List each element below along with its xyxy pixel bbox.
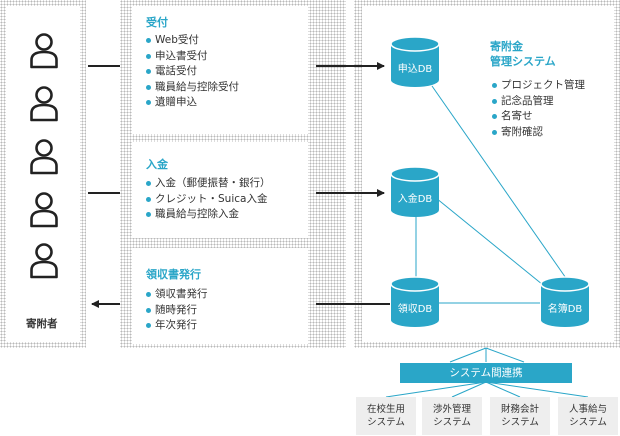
list-item: Web受付 bbox=[146, 33, 239, 49]
system-title-line2: 管理システム bbox=[490, 55, 556, 68]
system-name-line1: 財務会計 bbox=[500, 404, 539, 415]
section-title-reception: 受付 bbox=[146, 16, 168, 29]
system-name-line1: 渉外管理 bbox=[432, 404, 471, 415]
integration-to-systems-line bbox=[385, 381, 487, 398]
list-item: クレジット・Suica入金 bbox=[146, 192, 271, 208]
registry-db: 名簿DB bbox=[540, 276, 590, 328]
list-item: プロジェクト管理 bbox=[492, 78, 585, 94]
section-box-reception bbox=[132, 6, 308, 134]
deposit-db: 入金DB bbox=[390, 166, 440, 218]
list-item: 職員給与控除受付 bbox=[146, 80, 239, 96]
deposit-db-to-registry-db-line bbox=[435, 197, 549, 290]
database-icon bbox=[540, 276, 590, 327]
donor-label: 寄附者 bbox=[26, 318, 58, 330]
receipt-db-label: 領収DB bbox=[397, 304, 433, 315]
system-name-line2: システム bbox=[433, 417, 471, 428]
deposit-list: 入金（郵便振替・銀行） クレジット・Suica入金 職員給与控除入金 bbox=[146, 176, 271, 223]
system-name-line2: システム bbox=[569, 417, 607, 428]
system-name-line1: 在校生用 bbox=[366, 404, 405, 415]
system-name-line2: システム bbox=[501, 417, 539, 428]
apply-db-to-registry-db-line bbox=[431, 85, 569, 282]
list-item: 入金（郵便振替・銀行） bbox=[146, 176, 271, 192]
apply-db: 申込DB bbox=[390, 36, 440, 88]
system-name-line2: システム bbox=[367, 417, 405, 428]
person-icon bbox=[30, 139, 58, 175]
reception-list: Web受付 申込書受付 電話受付 職員給与控除受付 遺贈申込 bbox=[146, 33, 239, 111]
list-item: 記念品管理 bbox=[492, 94, 585, 110]
external-system-box: 在校生用 システム bbox=[356, 397, 416, 435]
list-item: 随時発行 bbox=[146, 303, 208, 319]
registry-db-label: 名簿DB bbox=[547, 304, 583, 315]
integration-bar: システム間連携 bbox=[400, 363, 572, 383]
system-name-line1: 人事給与 bbox=[568, 404, 607, 415]
list-item: 電話受付 bbox=[146, 64, 239, 80]
list-item: 遺贈申込 bbox=[146, 95, 239, 111]
external-system-box: 財務会計 システム bbox=[490, 397, 550, 435]
person-icon bbox=[30, 33, 58, 69]
system-title-line1: 寄附金 bbox=[490, 40, 523, 53]
list-item: 寄附確認 bbox=[492, 125, 585, 141]
list-item: 名寄せ bbox=[492, 109, 585, 125]
list-item: 年次発行 bbox=[146, 318, 208, 334]
database-icon bbox=[390, 166, 440, 217]
system-feature-list: プロジェクト管理 記念品管理 名寄せ 寄附確認 bbox=[492, 78, 585, 140]
section-title-receipt: 領収書発行 bbox=[146, 268, 201, 281]
section-title-deposit: 入金 bbox=[146, 158, 168, 171]
receipt-db: 領収DB bbox=[390, 276, 440, 328]
receipt-list: 領収書発行 随時発行 年次発行 bbox=[146, 287, 208, 334]
list-item: 領収書発行 bbox=[146, 287, 208, 303]
database-icon bbox=[390, 276, 440, 327]
database-icon bbox=[390, 36, 440, 87]
external-system-box: 渉外管理 システム bbox=[422, 397, 482, 435]
person-icon bbox=[30, 243, 58, 279]
list-item: 申込書受付 bbox=[146, 49, 239, 65]
deposit-db-label: 入金DB bbox=[397, 194, 433, 205]
person-icon bbox=[30, 192, 58, 228]
list-item: 職員給与控除入金 bbox=[146, 207, 271, 223]
section-box-deposit bbox=[132, 142, 308, 238]
person-icon bbox=[30, 86, 58, 122]
apply-db-label: 申込DB bbox=[397, 64, 433, 75]
external-system-box: 人事給与 システム bbox=[558, 397, 618, 435]
section-box-receipt bbox=[132, 248, 308, 344]
